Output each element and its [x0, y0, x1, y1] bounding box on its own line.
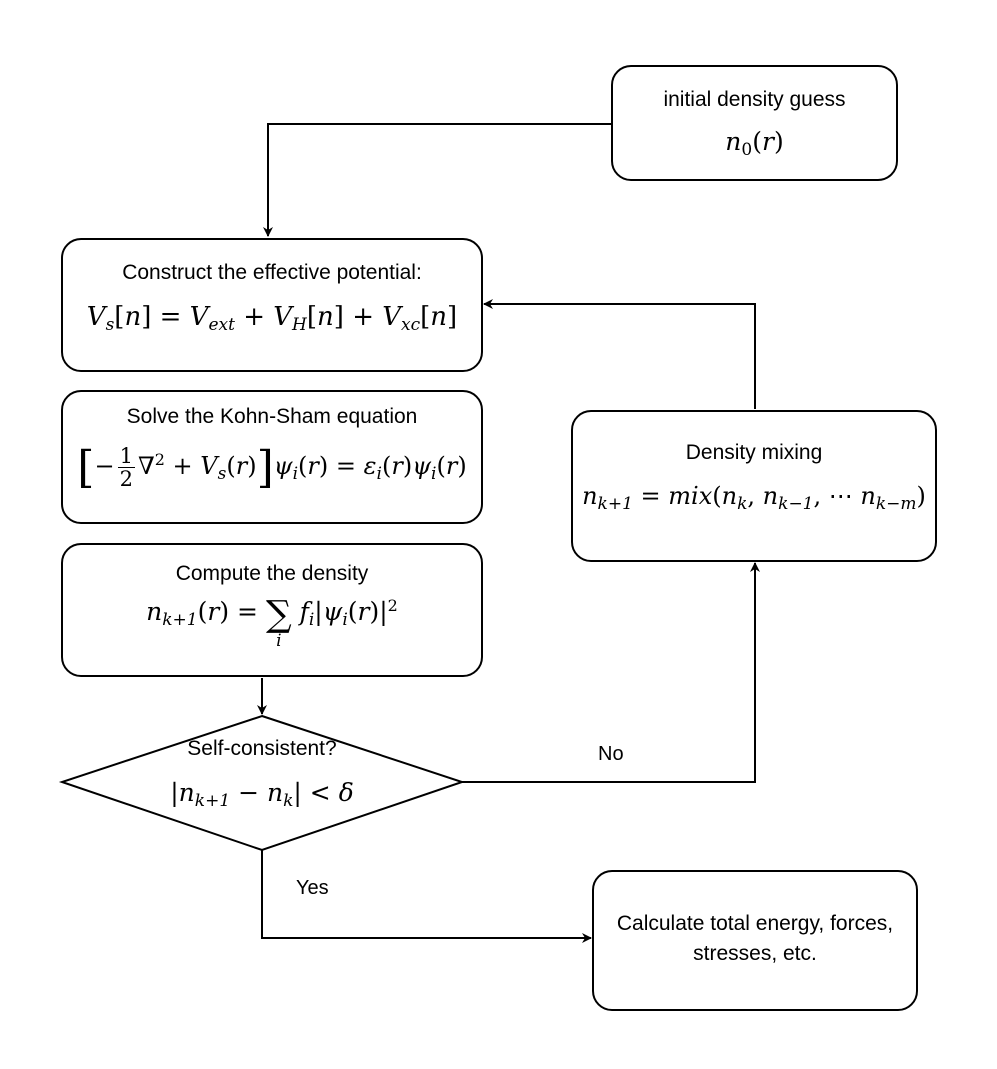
- density-mixing-box: Density mixing nk+1 = mix(nk, nk−1, ⋯ nk…: [571, 410, 937, 562]
- decision-formula: |nk+1 − nk| < δ: [170, 778, 354, 811]
- compute-density-label: Compute the density: [175, 562, 369, 585]
- edge-mixing-to-potential: [483, 299, 756, 409]
- effective-potential-formula: Vs[n] = Vext + VH[n] + Vxc[n]: [86, 302, 458, 335]
- final-results-box: Calculate total energy, forces, stresses…: [592, 870, 918, 1011]
- edge-check-no-to-mixing: [462, 562, 760, 783]
- compute-density-box: Compute the density nk+1(r) = ∑i fi|ψi(r…: [61, 543, 483, 677]
- kohn-sham-label: Solve the Kohn-Sham equation: [126, 405, 418, 428]
- initial-density-formula: n0(r): [725, 127, 784, 160]
- decision-content: Self-consistent? |nk+1 − nk| < δ: [112, 736, 412, 811]
- density-mixing-formula: nk+1 = mix(nk, nk−1, ⋯ nk−m): [582, 482, 926, 514]
- decision-label: Self-consistent?: [187, 737, 337, 760]
- density-mixing-label: Density mixing: [685, 441, 823, 464]
- initial-density-label: initial density guess: [663, 88, 846, 111]
- final-results-line2: stresses, etc.: [693, 942, 817, 965]
- decision-diamond: [58, 714, 466, 852]
- initial-density-box: initial density guess n0(r): [611, 65, 898, 181]
- edge-check-yes-to-final: [261, 850, 592, 943]
- effective-potential-box: Construct the effective potential: Vs[n]…: [61, 238, 483, 372]
- edge-label-no: No: [598, 743, 624, 765]
- edge-initial-to-potential: [263, 123, 611, 237]
- effective-potential-label: Construct the effective potential:: [122, 261, 422, 284]
- edge-label-yes: Yes: [296, 877, 329, 899]
- final-results-line1: Calculate total energy, forces,: [616, 912, 894, 935]
- compute-density-formula: nk+1(r) = ∑i fi|ψi(r)|2: [146, 594, 398, 651]
